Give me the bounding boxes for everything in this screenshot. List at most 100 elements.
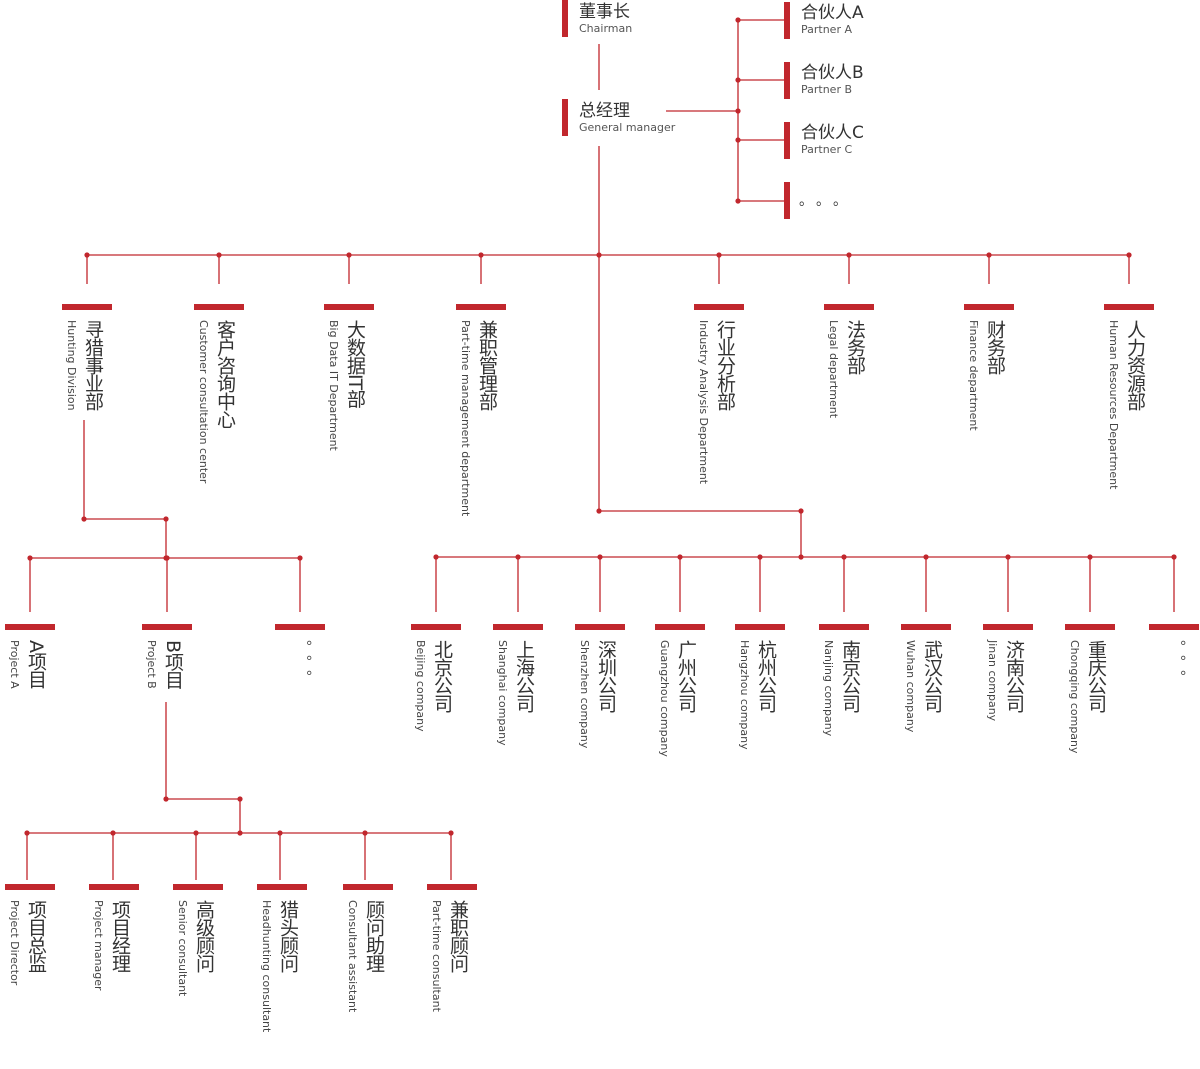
department-node: 寻猎事业部 Hunting Division xyxy=(65,320,104,411)
ellipsis: 。。。 xyxy=(1170,640,1186,692)
company-node: 。。。 xyxy=(1168,640,1188,692)
chairman-subtitle: Chairman xyxy=(579,22,633,35)
role-node: 顾问助理 Consultant assistant xyxy=(346,900,385,1012)
role-title: 项目总监 xyxy=(25,900,47,972)
company-subtitle: Nanjing company xyxy=(822,640,835,737)
connector-node-dot xyxy=(216,252,222,258)
company-subtitle: Guangzhou company xyxy=(658,640,671,757)
project-title: B项目 xyxy=(162,640,184,689)
department-title: 寻猎事业部 xyxy=(82,320,104,410)
project-subtitle: Project A xyxy=(8,640,21,689)
connector-node-dot xyxy=(84,252,90,258)
connector-node-dot xyxy=(597,554,603,560)
connector-node-dot xyxy=(297,555,303,561)
company-title: 杭州公司 xyxy=(755,640,777,712)
connector-node-dot xyxy=(164,555,170,561)
company-marker xyxy=(655,624,705,630)
department-node: 法务部 Legal department xyxy=(827,320,866,418)
project-marker xyxy=(275,624,325,630)
connector-node-dot xyxy=(515,554,521,560)
connector-node-dot xyxy=(735,137,741,143)
chairman-marker xyxy=(562,0,568,37)
department-title: 兼职管理部 xyxy=(476,320,498,410)
company-title: 深圳公司 xyxy=(595,640,617,712)
department-subtitle: Part-time management department xyxy=(459,320,472,517)
role-marker xyxy=(173,884,223,890)
connector-node-dot xyxy=(237,830,243,836)
partner-marker xyxy=(784,62,790,99)
partner-subtitle: Partner C xyxy=(801,143,853,156)
role-title: 高级顾问 xyxy=(193,900,215,972)
role-subtitle: Project Director xyxy=(8,900,21,986)
connector-node-dot xyxy=(735,198,741,204)
connector-node-dot xyxy=(1005,554,1011,560)
connector-node-dot xyxy=(677,554,683,560)
partner-title: 合伙人C xyxy=(801,123,864,143)
role-marker xyxy=(257,884,307,890)
role-subtitle: Headhunting consultant xyxy=(260,900,273,1033)
department-marker xyxy=(194,304,244,310)
company-node: 杭州公司 Hangzhou company xyxy=(738,640,777,750)
general-manager-subtitle: General manager xyxy=(579,121,676,134)
company-node: 深圳公司 Shenzhen company xyxy=(578,640,617,748)
project-node: 。。。 xyxy=(294,640,314,692)
ellipsis: 。。。 xyxy=(296,640,312,692)
company-marker xyxy=(493,624,543,630)
department-title: 财务部 xyxy=(984,320,1006,374)
company-marker xyxy=(1065,624,1115,630)
company-subtitle: Wuhan company xyxy=(904,640,917,733)
company-node: 济南公司 Jinan company xyxy=(986,640,1025,721)
role-title: 顾问助理 xyxy=(363,900,385,972)
role-marker xyxy=(89,884,139,890)
department-subtitle: Legal department xyxy=(827,320,840,419)
connector-node-dot xyxy=(24,830,30,836)
project-marker xyxy=(5,624,55,630)
company-subtitle: Jinan company xyxy=(986,640,999,722)
company-subtitle: Hangzhou company xyxy=(738,640,751,750)
connector-node-dot xyxy=(193,830,199,836)
connector-node-dot xyxy=(433,554,439,560)
partner-marker xyxy=(784,182,790,219)
connector-node-dot xyxy=(841,554,847,560)
company-marker xyxy=(983,624,1033,630)
company-marker xyxy=(575,624,625,630)
company-title: 济南公司 xyxy=(1003,640,1025,712)
department-marker xyxy=(456,304,506,310)
department-subtitle: Industry Analysis Department xyxy=(697,320,710,485)
department-subtitle: Hunting Division xyxy=(65,320,78,411)
company-title: 武汉公司 xyxy=(921,640,943,712)
company-subtitle: Shenzhen company xyxy=(578,640,591,749)
partner-subtitle: Partner B xyxy=(801,83,853,96)
company-marker xyxy=(1149,624,1199,630)
connector-node-dot xyxy=(110,830,116,836)
company-title: 重庆公司 xyxy=(1085,640,1107,712)
department-title: 法务部 xyxy=(844,320,866,374)
company-node: 武汉公司 Wuhan company xyxy=(904,640,943,732)
department-subtitle: Big Data IT Department xyxy=(327,320,340,451)
partner-node: 合伙人A Partner A xyxy=(801,3,864,37)
partner-title: 合伙人A xyxy=(801,3,864,23)
connector-node-dot xyxy=(798,554,804,560)
department-marker xyxy=(62,304,112,310)
company-subtitle: Beijing company xyxy=(414,640,427,732)
connector-node-dot xyxy=(735,17,741,23)
department-node: 兼职管理部 Part-time management department xyxy=(459,320,498,516)
connector-node-dot xyxy=(478,252,484,258)
chairman-title: 董事长 xyxy=(579,2,630,22)
role-subtitle: Consultant assistant xyxy=(346,900,359,1013)
partner-more-node: 。。。 xyxy=(799,190,857,210)
company-title: 广州公司 xyxy=(675,640,697,712)
role-subtitle: Part-time consultant xyxy=(430,900,443,1012)
department-title: 人力资源部 xyxy=(1124,320,1146,410)
role-marker xyxy=(343,884,393,890)
connector-node-dot xyxy=(1126,252,1132,258)
